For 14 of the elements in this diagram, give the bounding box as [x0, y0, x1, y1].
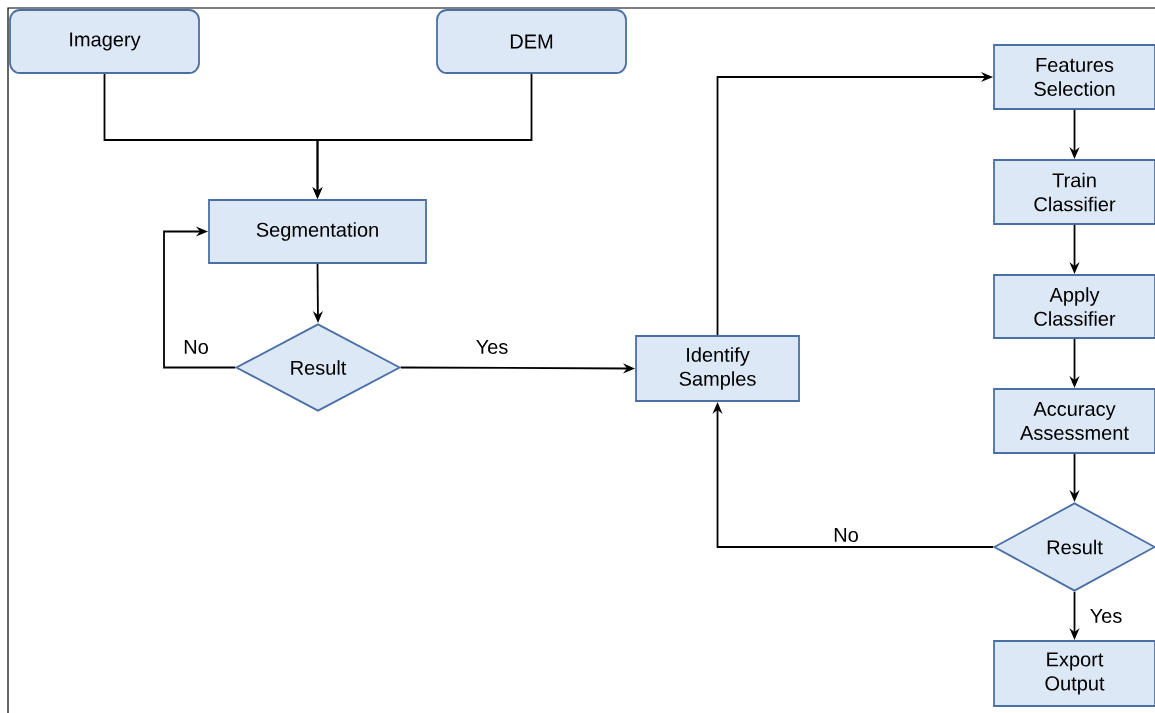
edge-label: Yes	[473, 338, 511, 356]
process-box: Export Output	[993, 640, 1155, 707]
process-box: Train Classifier	[993, 159, 1155, 225]
process-box: Segmentation	[208, 199, 427, 264]
process-box: Identify Samples	[635, 335, 800, 402]
process-box: Accuracy Assessment	[993, 388, 1155, 454]
edge-label: Yes	[1087, 607, 1125, 625]
input-box: DEM	[436, 9, 627, 74]
process-box: Features Selection	[993, 44, 1155, 110]
edge-label: No	[181, 338, 211, 356]
arrow	[163, 226, 236, 369]
edge-label: No	[831, 526, 861, 544]
input-box: Imagery	[9, 9, 200, 74]
process-box: Apply Classifier	[993, 274, 1155, 339]
